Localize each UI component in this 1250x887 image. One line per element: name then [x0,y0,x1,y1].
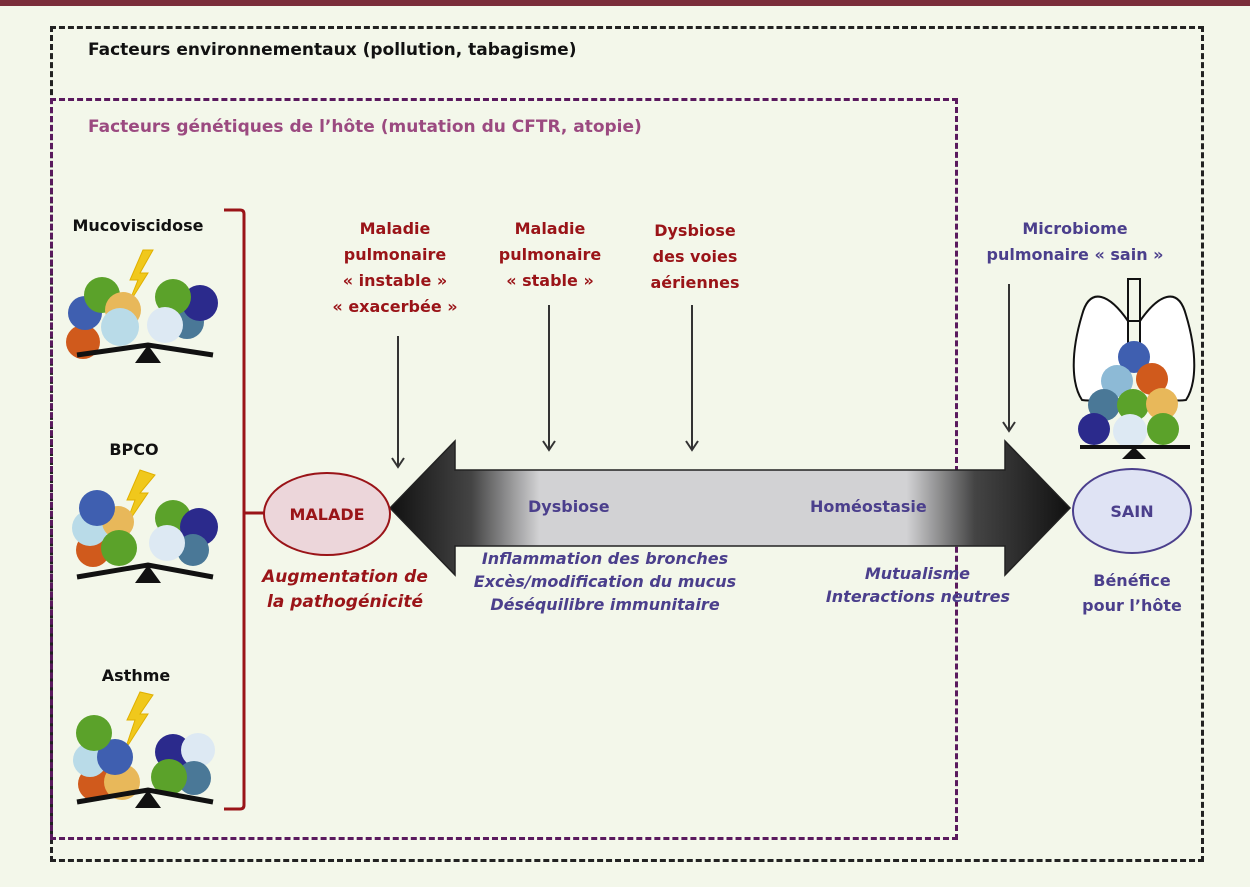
microbe-dot [97,739,133,775]
microbe-dot [177,534,209,566]
microbe-dot [182,285,218,321]
down-arrow-dysbiosis [685,305,699,452]
top-rule [0,0,1250,6]
homeostasis-label: Homéostasie [810,497,927,516]
genetic-factors-box [50,98,958,840]
disease-label-asthme: Asthme [101,666,171,685]
microbe-dot [79,490,115,526]
sick-state-label: MALADE [289,504,365,524]
balance-fulcrum [1122,447,1146,459]
microbe-dot [177,761,211,795]
down-arrow-stable [542,305,556,452]
imbalanced-microbiome-icon-mucoviscidose [66,249,218,363]
microbe-dot [76,715,112,751]
balanced-microbiome [1078,341,1179,448]
balance-fulcrum [135,790,161,808]
microbe-dot [149,525,185,561]
microbe-dot [181,733,215,767]
healthy-state-ellipse: SAIN [1072,468,1192,554]
homeostasis-effects: Mutualisme Interactions neutres [825,564,1010,606]
sick-state-ellipse: MALADE [263,472,391,556]
lungs-icon [1072,278,1196,402]
dysbiosis-effects: Inflammation des bronches Excès/modifica… [473,549,737,614]
healthy-state-label: SAIN [1110,501,1154,521]
genetic-factors-title: Facteurs génétiques de l’hôte (mutation … [88,117,642,137]
dysbiosis-label: Dysbiose [528,497,610,516]
imbalanced-microbiome-icon-bpco [72,469,218,583]
microbe-dot [101,530,137,566]
disease-bracket [224,208,264,811]
microbe-dot [147,307,183,343]
condition-airway-dysbiosis: Dysbiose des voies aériennes [650,221,740,292]
imbalanced-microbiome-icon-asthme [73,691,215,808]
microbe-dot [101,308,139,346]
down-arrow-unstable [391,336,405,469]
down-arrow-healthy [1002,284,1016,433]
disease-label-mucoviscidose: Mucoviscidose [72,216,204,235]
lightning-icon [127,249,154,306]
environmental-factors-title: Facteurs environnementaux (pollution, ta… [88,40,577,60]
balance-fulcrum [135,565,161,583]
sick-state-description: Augmentation de la pathogénicité [262,567,428,612]
microbe-dot [155,279,191,315]
healthy-state-description: Bénéfice pour l’hôte [1082,571,1182,615]
lightning-icon [124,691,154,751]
disease-label-bpco: BPCO [109,440,159,459]
lightning-icon [124,469,156,528]
condition-stable-disease: Maladie pulmonaire « stable » [498,219,602,290]
microbe-dot [151,759,187,795]
healthy-microbiome-title: Microbiome pulmonaire « sain » [986,219,1164,264]
condition-unstable-disease: Maladie pulmonaire « instable » « exacer… [332,219,458,316]
balance-fulcrum [135,345,161,363]
healthy-lung-microbiome-icon [1072,278,1196,459]
dysbiosis-homeostasis-arrow [388,439,1072,577]
